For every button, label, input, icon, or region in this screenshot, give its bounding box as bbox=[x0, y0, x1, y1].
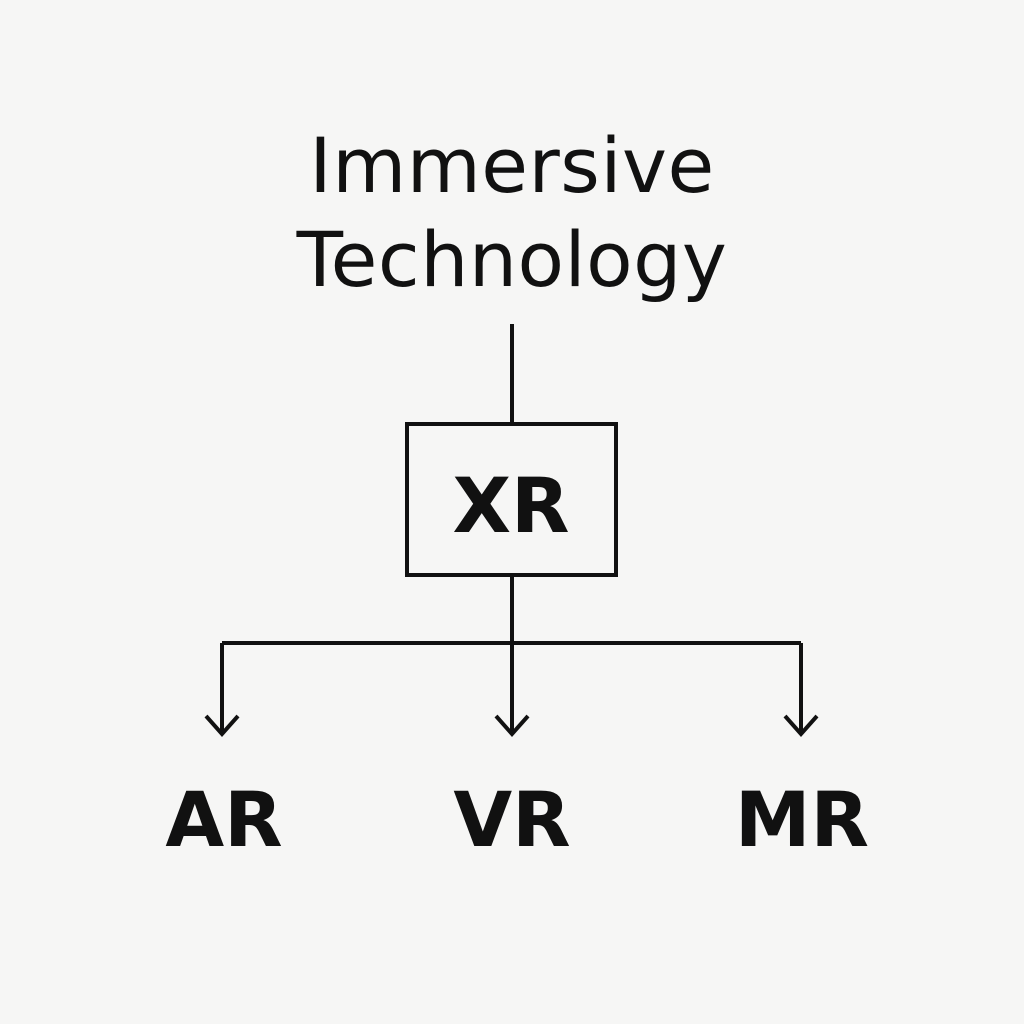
title-line-2: Technology bbox=[296, 215, 728, 304]
ar-arrowhead-icon bbox=[204, 714, 240, 738]
vr-arrowhead-icon bbox=[494, 714, 530, 738]
mr-node-label: MR bbox=[734, 775, 870, 864]
ar-node-label: AR bbox=[165, 775, 283, 864]
mr-arrowhead-icon bbox=[783, 714, 819, 738]
title-line-1: Immersive bbox=[309, 121, 715, 210]
vr-node-label: VR bbox=[453, 775, 571, 864]
xr-node-label: XR bbox=[452, 461, 570, 550]
